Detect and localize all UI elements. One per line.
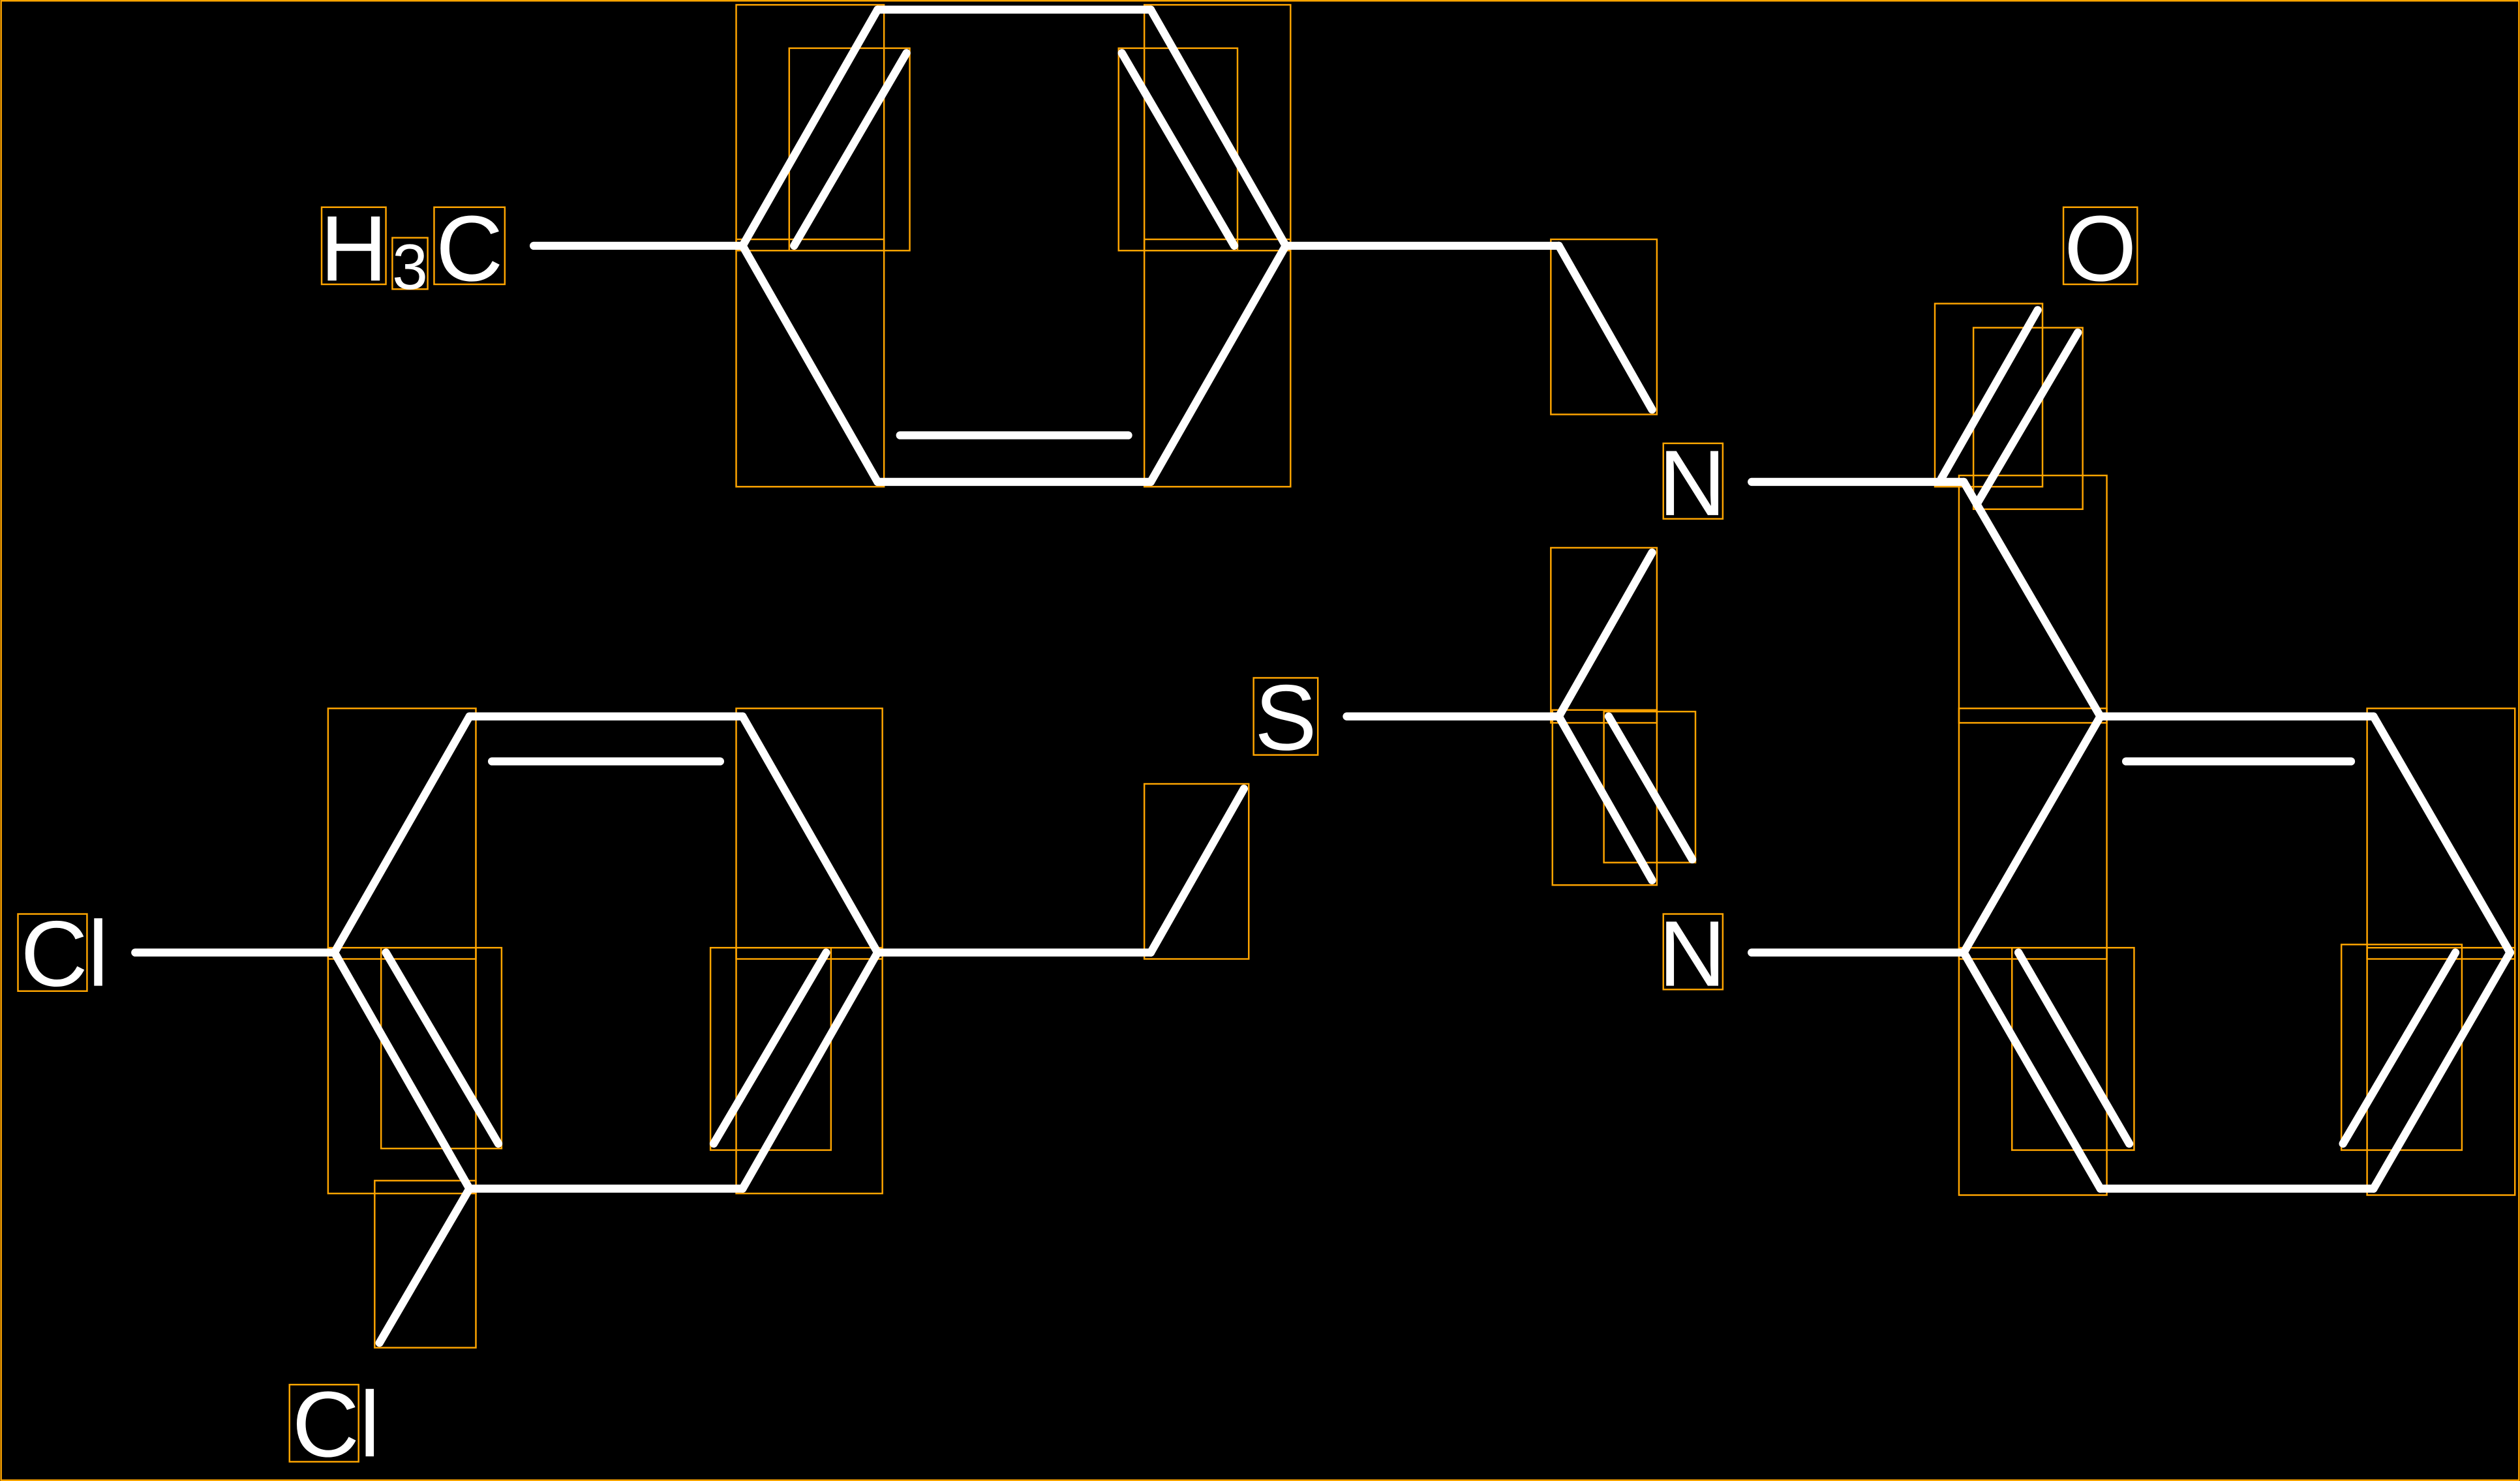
atom-label-nitrogen-top: N <box>1658 432 1725 535</box>
atom-label-methyl-c: C <box>436 197 503 301</box>
bond <box>738 241 882 486</box>
atom-label-methyl-subscript: 3 <box>392 231 428 303</box>
bond <box>738 5 882 250</box>
atom-label-methyl-h: H <box>320 197 387 301</box>
bbox <box>17 913 88 992</box>
bond <box>1960 477 2104 721</box>
atom-label-chlorine-bottom: Cl <box>292 1373 380 1476</box>
bbox <box>1603 710 1697 863</box>
bbox <box>709 947 832 1151</box>
bond <box>1555 548 1656 721</box>
bbox <box>2340 944 2463 1151</box>
bond <box>738 948 882 1193</box>
bonds <box>131 5 2514 1347</box>
bbox <box>2366 708 2516 960</box>
bond-double-inner <box>1117 49 1239 250</box>
bond <box>330 712 474 957</box>
bond-double-inner <box>709 948 830 1148</box>
atom-label-chlorine-left: Cl <box>20 903 108 1006</box>
atom-label-sulfur: S <box>1254 666 1316 770</box>
bond <box>738 712 882 957</box>
bbox <box>320 206 387 286</box>
bond-double-inner <box>2014 948 2134 1148</box>
bbox <box>1252 677 1319 756</box>
bond <box>1146 5 1290 250</box>
bbox <box>735 708 883 960</box>
bbox <box>1958 474 2108 724</box>
bond <box>375 1184 474 1347</box>
bbox <box>1662 913 1724 991</box>
bond <box>1960 712 2104 957</box>
bond <box>1937 306 2042 483</box>
bbox <box>391 237 429 290</box>
bond-double-inner <box>382 948 503 1148</box>
bond <box>1146 241 1290 486</box>
bbox <box>374 1180 477 1349</box>
bond <box>330 948 474 1193</box>
bond <box>1960 948 2104 1193</box>
bbox <box>288 1383 359 1463</box>
bbox <box>1117 47 1239 252</box>
atom-label-oxygen: O <box>2064 197 2136 301</box>
bond <box>1972 328 2082 509</box>
bbox <box>380 947 503 1150</box>
bbox <box>1662 442 1724 520</box>
bbox <box>735 238 885 488</box>
bbox <box>2062 206 2138 286</box>
bbox <box>1958 708 2108 960</box>
bbox <box>433 206 506 286</box>
atom-labels: H 3 C O N N S Cl Cl <box>20 197 2136 1476</box>
bond <box>1555 712 1656 884</box>
bond-double-inner <box>2339 948 2460 1148</box>
bond-double-inner <box>1604 712 1697 863</box>
bbox <box>2011 947 2135 1151</box>
bond <box>2369 712 2514 957</box>
bond <box>1555 241 1656 414</box>
bbox <box>788 47 911 252</box>
bond <box>2369 948 2514 1193</box>
bbox <box>327 708 477 960</box>
bond <box>1146 785 1249 957</box>
atom-label-nitrogen-bottom: N <box>1658 903 1725 1006</box>
bond-double-inner <box>790 49 911 250</box>
bbox <box>1550 238 1658 415</box>
bbox <box>1143 238 1292 488</box>
bbox <box>2366 947 2516 1196</box>
bbox <box>1143 783 1250 960</box>
